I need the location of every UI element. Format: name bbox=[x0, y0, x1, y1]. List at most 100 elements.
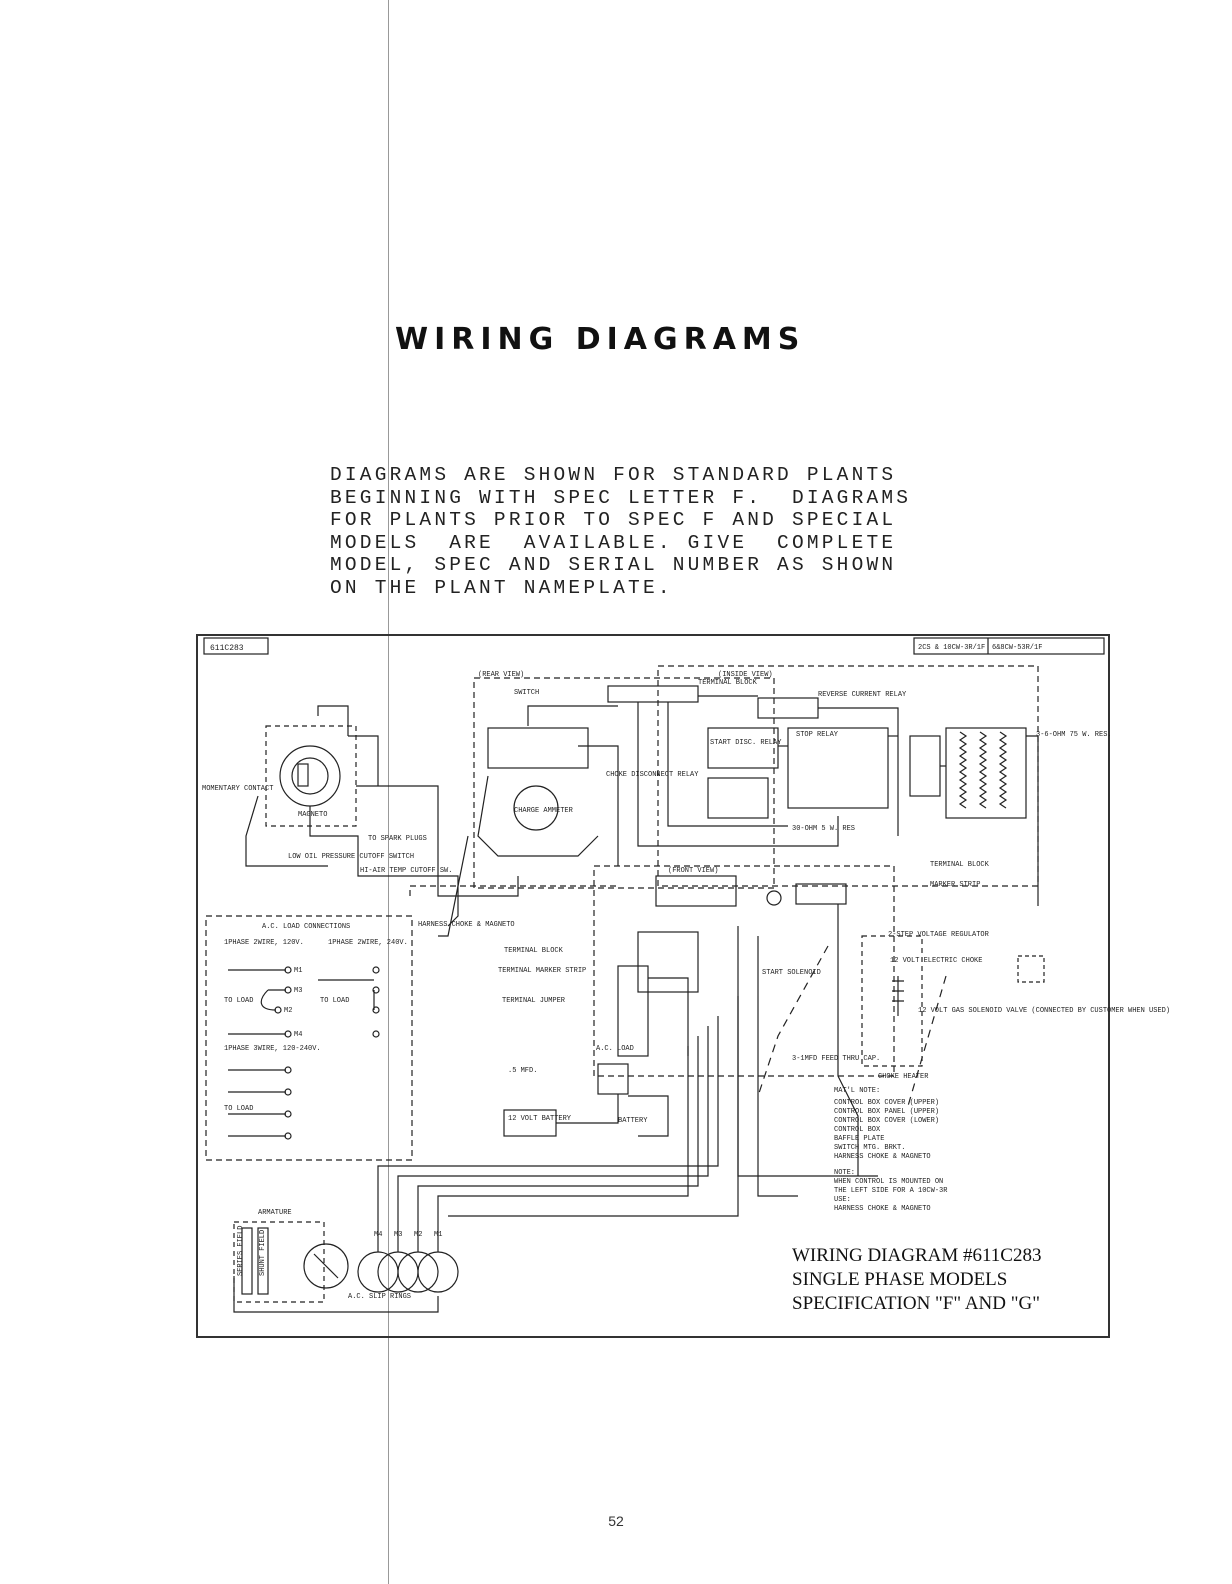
matl-item: CONTROL BOX bbox=[834, 1126, 881, 1134]
battery bbox=[503, 1109, 557, 1137]
load-term-label: M4 bbox=[294, 1031, 302, 1039]
resistor-block bbox=[945, 727, 1027, 819]
intro-paragraph: DIAGRAMS ARE SHOWN FOR STANDARD PLANTS B… bbox=[330, 464, 980, 599]
intro-line: MODELS ARE AVAILABLE. GIVE COMPLETE bbox=[330, 531, 897, 554]
charge-ammeter-label: CHARGE AMMETER bbox=[514, 807, 574, 815]
battery2-label: BATTERY bbox=[618, 1117, 648, 1125]
terminal-block-top bbox=[607, 685, 699, 703]
low-oil-label: LOW OIL PRESSURE CUTOFF SWITCH bbox=[288, 853, 414, 861]
feed-thru-label: 3-1MFD FEED THRU CAP. bbox=[792, 1055, 880, 1063]
load-term-label: M2 bbox=[284, 1007, 292, 1015]
voltage-regulator-relay bbox=[909, 735, 941, 797]
wiring-diagram-svg: (REAR VIEW) (INSIDE VIEW) (FRONT VIEW) S… bbox=[202, 637, 1170, 1313]
inside-view-housing bbox=[657, 665, 1039, 887]
ac-load-connections-box bbox=[205, 915, 413, 1161]
front-view-label: (FRONT VIEW) bbox=[668, 867, 718, 875]
series-field bbox=[241, 1227, 253, 1295]
terminal-marker-strip bbox=[617, 965, 649, 1057]
ring-label: M4 bbox=[374, 1231, 382, 1239]
stop-relay bbox=[787, 727, 889, 809]
terminal-block-label: TERMINAL BLOCK bbox=[698, 679, 758, 687]
capacitor bbox=[597, 1063, 629, 1095]
electric-choke-label: 12 VOLT ELECTRIC CHOKE bbox=[890, 957, 982, 965]
note-line: WHEN CONTROL IS MOUNTED ON bbox=[834, 1178, 943, 1186]
voltage-regulator-label: 2-STEP VOLTAGE REGULATOR bbox=[888, 931, 990, 939]
momentary-contact-label: MOMENTARY CONTACT bbox=[202, 785, 273, 793]
models-label: 6&8CW-53R/1F bbox=[992, 644, 1042, 652]
phase-2wire-120-label: 1PHASE 2WIRE, 120V. bbox=[224, 939, 304, 947]
drawing-number-box bbox=[203, 637, 269, 655]
to-load-label: TO LOAD bbox=[224, 997, 253, 1005]
terminal-block bbox=[795, 883, 847, 905]
drawing-number: 611C283 bbox=[210, 644, 244, 653]
rear-view-housing bbox=[473, 677, 775, 889]
note-line: HARNESS CHOKE & MAGNETO bbox=[834, 1205, 931, 1213]
capacitor-label: .5 MFD. bbox=[508, 1067, 537, 1075]
to-load-label: TO LOAD bbox=[320, 997, 349, 1005]
resistor-30-label: 30-OHM 5 W. RES bbox=[792, 825, 855, 833]
intro-line: FOR PLANTS PRIOR TO SPEC F AND SPECIAL bbox=[330, 509, 897, 531]
intro-line: DIAGRAMS ARE SHOWN FOR STANDARD PLANTS bbox=[330, 464, 897, 486]
matl-item: CONTROL BOX COVER (LOWER) bbox=[834, 1117, 939, 1125]
matl-item: CONTROL BOX PANEL (UPPER) bbox=[834, 1108, 939, 1116]
magneto-label: MAGNETO bbox=[298, 811, 327, 819]
battery-label: 12 VOLT BATTERY bbox=[508, 1115, 572, 1123]
magneto-housing bbox=[265, 725, 357, 827]
front-terminal-strip bbox=[655, 875, 737, 907]
intro-line: ON THE PLANT NAMEPLATE. bbox=[330, 576, 673, 599]
note-line: THE LEFT SIDE FOR A 10CW-3R bbox=[834, 1187, 948, 1195]
marker-strip-label: MARKER STRIP bbox=[930, 881, 980, 889]
slip-rings-label: A.C. SLIP RINGS bbox=[348, 1293, 411, 1301]
start-solenoid-box bbox=[637, 931, 699, 993]
gas-solenoid-valve bbox=[1017, 955, 1045, 983]
caption-line: WIRING DIAGRAM #611C283 bbox=[792, 1245, 1042, 1266]
harness-label: HARNESS CHOKE & MAGNETO bbox=[418, 921, 515, 929]
caption-line: SINGLE PHASE MODELS bbox=[792, 1269, 1008, 1290]
to-load-label: TO LOAD bbox=[224, 1105, 253, 1113]
terminal-block-2-label: TERMINAL BLOCK bbox=[930, 861, 990, 869]
matl-item: SWITCH MTG. BRKT. bbox=[834, 1144, 905, 1152]
wiring-diagram: (REAR VIEW) (INSIDE VIEW) (FRONT VIEW) S… bbox=[196, 634, 1170, 1338]
reverse-current-relay bbox=[757, 697, 819, 719]
rear-view-label: (REAR VIEW) bbox=[478, 671, 524, 679]
series-field-label: SERIES FIELD bbox=[237, 1226, 245, 1276]
intro-line: BEGINNING WITH SPEC LETTER F. DIAGRAMS bbox=[330, 486, 912, 509]
choke-disconnect-label: CHOKE DISCONNECT RELAY bbox=[606, 771, 699, 779]
terminal-marker-strip-label: TERMINAL MARKER STRIP bbox=[498, 967, 586, 975]
terminal-block-3-label: TERMINAL BLOCK bbox=[504, 947, 564, 955]
matl-item: HARNESS CHOKE & MAGNETO bbox=[834, 1153, 931, 1161]
inside-view-label: (INSIDE VIEW) bbox=[718, 671, 773, 679]
page-number: 52 bbox=[608, 1513, 624, 1529]
page-heading: WIRING DIAGRAMS bbox=[395, 322, 806, 357]
switch-box bbox=[487, 727, 589, 769]
binding-line bbox=[388, 0, 389, 1584]
terminal-jumper-label: TERMINAL JUMPER bbox=[502, 997, 566, 1005]
charge-ammeter bbox=[513, 785, 559, 831]
armature-label: ARMATURE bbox=[258, 1209, 292, 1217]
phase-3wire-label: 1PHASE 3WIRE, 120-240V. bbox=[224, 1045, 321, 1053]
load-term-label: M1 bbox=[294, 967, 302, 975]
start-disc-relay bbox=[707, 727, 779, 769]
ac-load-connections-label: A.C. LOAD CONNECTIONS bbox=[262, 923, 350, 931]
note-label: NOTE: bbox=[834, 1169, 855, 1177]
spark-plugs-label: TO SPARK PLUGS bbox=[368, 835, 427, 843]
start-disc-relay-label: START DISC. RELAY bbox=[710, 739, 782, 747]
intro-line: MODEL, SPEC AND SERIAL NUMBER AS SHOWN bbox=[330, 554, 897, 576]
matl-item: CONTROL BOX COVER (UPPER) bbox=[834, 1099, 939, 1107]
armature bbox=[303, 1243, 349, 1289]
diagram-caption: WIRING DIAGRAM #611C283 SINGLE PHASE MOD… bbox=[792, 1244, 1041, 1316]
ring-label: M3 bbox=[394, 1231, 402, 1239]
start-solenoid-label: START SOLENOID bbox=[762, 969, 821, 977]
gas-solenoid-label: 12 VOLT GAS SOLENOID VALVE (CONNECTED BY… bbox=[918, 1007, 1170, 1015]
front-view-housing bbox=[593, 865, 895, 1077]
caption-line: SPECIFICATION "F" AND "G" bbox=[792, 1293, 1040, 1314]
shunt-field bbox=[257, 1227, 269, 1295]
choke-enclosure bbox=[861, 935, 923, 1067]
ac-load-label: A.C. LOAD bbox=[596, 1045, 634, 1053]
load-term-label: M3 bbox=[294, 987, 302, 995]
choke-heater-label: CHOKE HEATER bbox=[878, 1073, 929, 1081]
choke-disconnect-relay bbox=[707, 777, 769, 819]
shunt-field-label: SHUNT FIELD bbox=[259, 1230, 267, 1276]
phase-2wire-240-label: 1PHASE 2WIRE, 240V. bbox=[328, 939, 408, 947]
matl-note-label: MAT'L NOTE: bbox=[834, 1087, 880, 1095]
